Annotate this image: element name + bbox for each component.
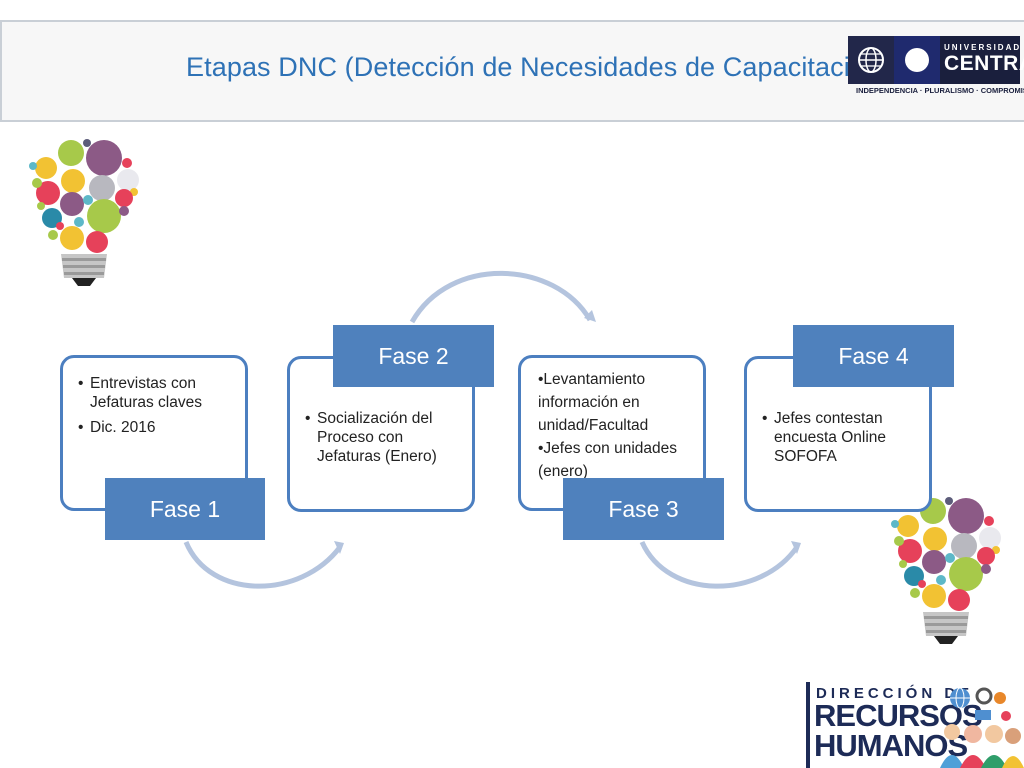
universidad-central-logo: UNIVERSIDAD CENTRAL INDEPENDENCIA · PLUR… (848, 36, 1024, 100)
logo-motto: INDEPENDENCIA · PLURALISMO · COMPROMISO (856, 86, 1024, 95)
hr-logo-line-3: HUMANOS (814, 728, 968, 763)
arrow-fase3-to-fase4 (639, 540, 800, 589)
page-title: Etapas DNC (Detección de Necesidades de … (186, 52, 890, 82)
logo-line-1: UNIVERSIDAD (944, 43, 1022, 52)
phase-4-label: Fase 4 (793, 325, 954, 387)
arrow-fase2-to-fase3 (409, 270, 593, 324)
phase-3-bullet: •Levantamiento información en unidad/Fac… (538, 371, 649, 434)
circle-mark-icon (905, 48, 929, 72)
phase-2-label: Fase 2 (333, 325, 494, 387)
logo-line-2: CENTRAL (944, 52, 1024, 75)
arrow-fase1-to-fase2 (183, 541, 342, 589)
lightbulb-icon (29, 139, 139, 286)
phase-3-bullet: •Jefes con unidades (enero) (538, 440, 677, 480)
phase-3-label: Fase 3 (563, 478, 724, 540)
phase-4-bullet: Jefes contestan encuesta Online SOFOFA (762, 409, 927, 466)
recursos-humanos-logo: DIRECCIÓN DE RECURSOS HUMANOS (806, 682, 1024, 768)
globe-icon (848, 36, 894, 84)
phase-1-label: Fase 1 (105, 478, 265, 540)
people-icon (940, 687, 1024, 768)
header-edge (0, 20, 2, 120)
hr-logo-line-1: DIRECCIÓN DE (816, 685, 974, 702)
lightbulb-icon (891, 497, 1001, 644)
phase-2-bullet: Socialización del Proceso con Jefaturas … (305, 409, 470, 466)
phase-1-bullet: Dic. 2016 (78, 418, 240, 437)
phase-1-bullet: Entrevistas con Jefaturas claves (78, 374, 240, 412)
gear-icon (975, 687, 993, 705)
